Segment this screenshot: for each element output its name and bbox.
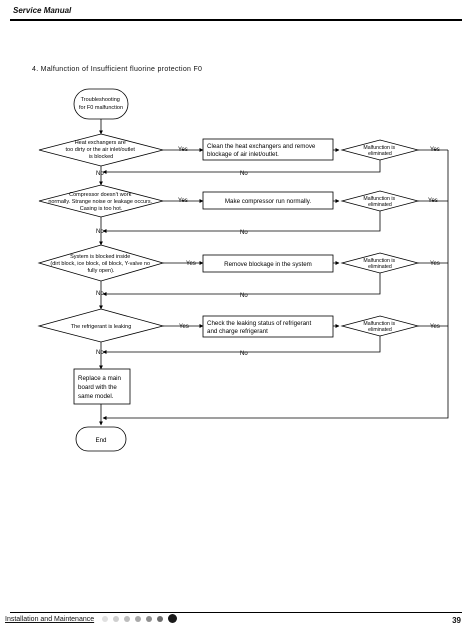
- decision-line: Heat exchangers are: [75, 140, 126, 146]
- no-label: No: [240, 230, 248, 236]
- decision-line: too dirty or the air inlet/outlet: [66, 147, 136, 153]
- footer-dot: [157, 615, 163, 622]
- yes-label: Yes: [430, 261, 440, 267]
- start-line: Troubleshooting: [81, 97, 120, 103]
- svg-text:Heat exchangers are too di: Heat exchangers are too dirty or the air…: [66, 140, 137, 160]
- no-label: No: [96, 291, 104, 297]
- no-label: No: [240, 351, 248, 357]
- decision-diamond: [38, 184, 164, 218]
- section-title: 4. Malfunction of Insufficient fluorine …: [32, 66, 203, 73]
- yes-label: Yes: [428, 198, 438, 204]
- decision-line: is blocked: [89, 154, 113, 160]
- check-diamond: [340, 190, 420, 212]
- check-line: eliminated: [368, 264, 392, 270]
- check-line: Malfunction is: [363, 196, 395, 202]
- page-number: 39: [452, 616, 461, 625]
- action-box: [202, 315, 334, 338]
- check-diamond: [340, 139, 420, 161]
- yes-label: Yes: [178, 147, 188, 153]
- end-terminator: [75, 426, 127, 452]
- decision-line: fully open).: [88, 268, 115, 274]
- yes-label: Yes: [178, 198, 188, 204]
- action-line: Check the leaking status of refrigerant: [207, 320, 311, 327]
- footer-dot: [146, 615, 152, 622]
- page-dots: [102, 614, 177, 623]
- check-line: eliminated: [368, 327, 392, 333]
- svg-text:Troubleshooting for F0 mal: Troubleshooting for F0 malfunction: [79, 97, 123, 111]
- svg-text:Make compressor run normally.: Make compressor run normally.: [225, 198, 311, 205]
- no-label: No: [96, 171, 104, 177]
- decision-line: normally. Strange noise or leakage occur…: [48, 199, 152, 205]
- header-title: Service Manual: [13, 6, 72, 15]
- action-line: Remove blockage in the system: [224, 261, 312, 268]
- svg-text:Remove blockage in the system: Remove blockage in the system: [224, 261, 312, 268]
- svg-text:Malfunction is eliminated: Malfunction is eliminated: [363, 321, 396, 333]
- svg-text:Replace a main board with: Replace a main board with the same model…: [78, 375, 123, 400]
- final-action-box: [73, 368, 131, 405]
- footer-dot: [135, 615, 141, 622]
- no-label: No: [240, 293, 248, 299]
- decision-line: Compressor doesn't work: [69, 192, 131, 198]
- check-line: Malfunction is: [363, 258, 395, 264]
- action-box: [202, 138, 334, 161]
- footer-rule: [10, 612, 462, 613]
- final-action-line: same model.: [78, 393, 114, 400]
- no-label: No: [96, 350, 104, 356]
- decision-line: Casing is too hot.: [80, 206, 123, 212]
- svg-text:System is blocked inside (: System is blocked inside (dirt block, ic…: [50, 254, 151, 274]
- decision-line: System is blocked inside: [70, 254, 130, 260]
- svg-text:Malfunction is eliminated: Malfunction is eliminated: [363, 196, 396, 208]
- action-line: blockage of air inlet/outlet.: [207, 151, 279, 158]
- footer-label: Installation and Maintenance: [5, 616, 95, 623]
- action-line: Make compressor run normally.: [225, 198, 311, 205]
- yes-label: Yes: [186, 261, 196, 267]
- yes-label: Yes: [179, 324, 189, 330]
- footer-dot: [113, 615, 119, 622]
- check-diamond: [340, 252, 420, 274]
- svg-text:Clean the heat exchangers and: Clean the heat exchangers and remove blo…: [207, 143, 317, 158]
- check-line: Malfunction is: [363, 145, 395, 151]
- footer-dot: [124, 615, 130, 622]
- check-diamond: [340, 315, 420, 337]
- svg-text:Check the leaking status of re: Check the leaking status of refrigerant …: [207, 320, 313, 335]
- footer-dot: [168, 614, 177, 623]
- svg-text:Compressor doesn't work no: Compressor doesn't work normally. Strang…: [48, 192, 153, 212]
- check-line: eliminated: [368, 202, 392, 208]
- action-box: [202, 254, 334, 273]
- start-terminator: [73, 88, 129, 120]
- yes-label: Yes: [430, 324, 440, 330]
- action-line: Clean the heat exchangers and remove: [207, 143, 316, 150]
- svg-text:Malfunction is eliminated: Malfunction is eliminated: [363, 258, 396, 270]
- action-box: [202, 191, 334, 210]
- yes-label: Yes: [430, 147, 440, 153]
- start-line: for F0 malfunction: [79, 105, 123, 111]
- final-action-line: board with the: [78, 384, 117, 391]
- decision-diamond: [37, 244, 165, 282]
- svg-text:The refrigerant is leaking: The refrigerant is leaking: [71, 324, 132, 330]
- end-label: End: [95, 437, 107, 444]
- decision-diamond: [38, 133, 164, 167]
- check-line: Malfunction is: [363, 321, 395, 327]
- action-line: and charge refrigerant: [207, 328, 268, 335]
- no-label: No: [240, 171, 248, 177]
- decision-diamond: [37, 308, 165, 343]
- svg-text:Malfunction is eliminated: Malfunction is eliminated: [363, 145, 396, 157]
- check-line: eliminated: [368, 151, 392, 157]
- footer-dot: [102, 615, 108, 622]
- decision-line: (dirt block, ice block, oil block, Y-val…: [50, 261, 150, 267]
- final-action-line: Replace a main: [78, 375, 122, 382]
- decision-line: The refrigerant is leaking: [71, 324, 132, 330]
- header-rule: [10, 19, 462, 21]
- no-label: No: [96, 229, 104, 235]
